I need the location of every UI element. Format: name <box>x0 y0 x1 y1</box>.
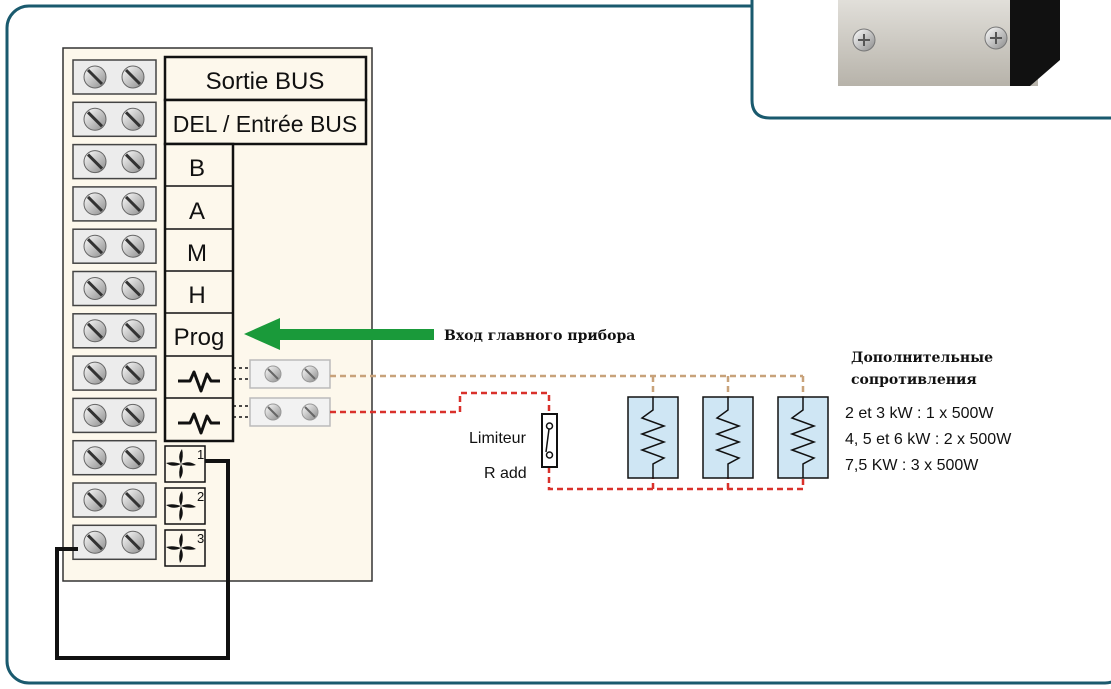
terminal-m-label: M <box>187 240 207 267</box>
terminal-prog-label: Prog <box>174 324 225 351</box>
input-arrow <box>244 318 434 350</box>
inset-photo <box>750 0 1111 120</box>
sortie-bus-label: Sortie BUS <box>206 68 325 95</box>
resistor-2 <box>702 396 754 479</box>
fan-icon <box>166 491 196 521</box>
fan-speed-2-label: 2 <box>197 489 204 504</box>
screw-terminal <box>72 313 157 349</box>
sensor-icon <box>178 412 220 435</box>
limiter-symbol <box>541 413 558 468</box>
screw-terminal <box>72 228 157 264</box>
tan-wire <box>330 374 805 397</box>
screw-terminal <box>72 482 157 518</box>
jumper-wire <box>55 459 230 660</box>
resistor-spec-1: 2 et 3 kW : 1 x 500W <box>845 405 994 422</box>
sensor-icon <box>178 370 220 393</box>
screw-terminal <box>72 59 157 95</box>
screw-terminal <box>72 355 157 391</box>
screw-terminal <box>72 397 157 434</box>
fan-speed-boxes: 1 2 3 <box>164 445 206 567</box>
arrow-label: Вход главного прибора <box>444 328 635 344</box>
fan-speed-1-label: 1 <box>197 447 204 462</box>
del-entree-bus-box <box>163 98 368 146</box>
screw-terminal <box>72 270 157 307</box>
limiter-sublabel: R add <box>484 465 527 482</box>
resistors-title-line-2: сопротивления <box>851 372 977 388</box>
screw-terminal <box>72 524 157 561</box>
terminal-h-label: H <box>188 282 205 309</box>
signal-column-box <box>163 142 235 443</box>
terminal-labels: Sortie BUS DEL / Entrée BUS B A M H Prog <box>163 55 368 443</box>
screw-terminal <box>72 439 157 476</box>
limiter-label: Limiteur <box>469 430 527 447</box>
terminal-b-label: B <box>189 155 205 182</box>
screw-terminal-column <box>72 59 157 561</box>
screw-terminal <box>72 101 157 138</box>
fan-speed-3-label: 3 <box>197 531 204 546</box>
resistor-1 <box>627 396 679 479</box>
resistors-title-line-1: Дополнительные <box>851 350 993 366</box>
resistor-spec-3: 7,5 KW : 3 x 500W <box>845 457 979 474</box>
resistor-spec-2: 4, 5 et 6 kW : 2 x 500W <box>845 431 1012 448</box>
screw-terminal <box>72 143 157 180</box>
fan-icon <box>166 449 196 479</box>
terminal-a-label: A <box>189 198 205 225</box>
del-entree-bus-label: DEL / Entrée BUS <box>173 111 358 137</box>
resistor-3 <box>777 396 829 479</box>
fan-icon <box>166 533 196 563</box>
screw-terminal <box>72 186 157 222</box>
wire-connectors <box>233 359 331 427</box>
